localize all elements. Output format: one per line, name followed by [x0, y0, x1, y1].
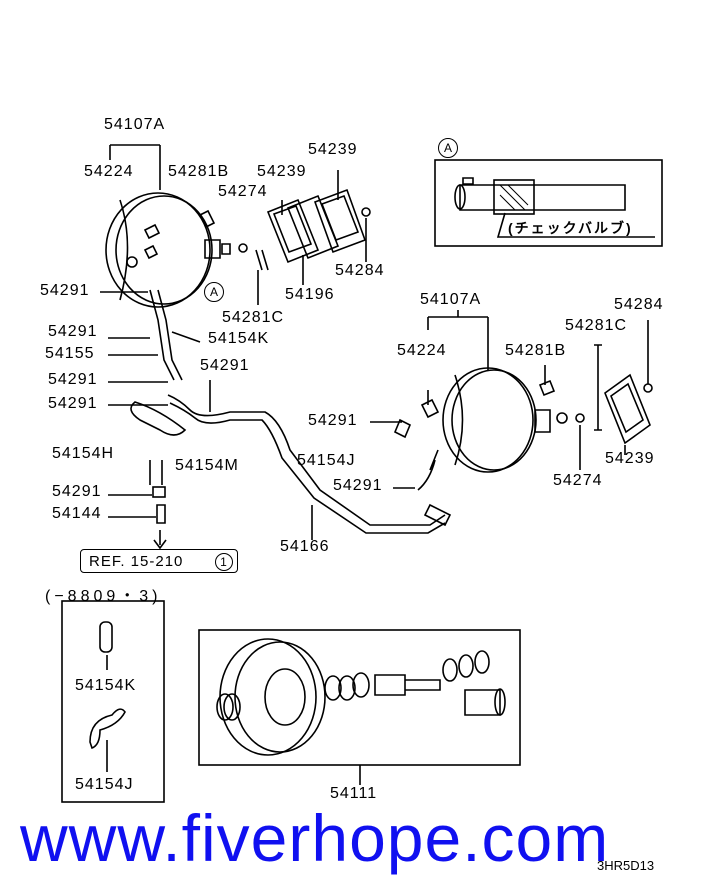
master-cylinder-box — [198, 629, 521, 785]
part-label-54154j: 54154J — [75, 776, 134, 793]
part-label-54224: 54224 — [397, 342, 447, 359]
brake-booster-right — [420, 310, 653, 473]
gaskets — [255, 170, 371, 305]
part-label-54281c: 54281C — [565, 317, 628, 334]
part-label-54291: 54291 — [200, 357, 250, 374]
part-label-54224: 54224 — [84, 163, 134, 180]
part-label-54111: 54111 — [330, 785, 378, 802]
part-label-54154k: 54154K — [75, 677, 137, 694]
part-label-54281c: 54281C — [222, 309, 285, 326]
part-label-54154h: 54154H — [52, 445, 115, 462]
part-label-54281b: 54281B — [505, 342, 567, 359]
part-label-54274: 54274 — [553, 472, 603, 489]
diagram-code: 3HR5D13 — [597, 858, 655, 873]
brake-booster-left — [105, 192, 248, 308]
part-label-54107a: 54107A — [420, 291, 482, 308]
part-label-54154j: 54154J — [297, 452, 356, 469]
part-label-54291: 54291 — [333, 477, 383, 494]
part-label-54284: 54284 — [614, 296, 664, 313]
hose-variant-box — [61, 600, 165, 803]
reference-circled-number: 1 — [215, 553, 233, 571]
detail-a-marker: A — [438, 138, 458, 158]
part-label-54274: 54274 — [218, 183, 268, 200]
vacuum-hoses-left — [100, 289, 452, 550]
watermark: www.fiverhope.com — [20, 801, 610, 875]
part-label-54239: 54239 — [605, 450, 655, 467]
detail-a-box — [434, 159, 663, 247]
part-label-54154m: 54154M — [175, 457, 239, 474]
part-label-54291: 54291 — [48, 371, 98, 388]
part-label-54291: 54291 — [40, 282, 90, 299]
range-note: (−8809・3) — [45, 588, 162, 605]
part-label-54196: 54196 — [285, 286, 335, 303]
part-label-54291: 54291 — [48, 323, 98, 340]
part-label-54284: 54284 — [335, 262, 385, 279]
part-label-54107a: 54107A — [104, 116, 166, 133]
part-label-54291: 54291 — [48, 395, 98, 412]
part-label-54239: 54239 — [308, 141, 358, 158]
part-label-54291: 54291 — [308, 412, 358, 429]
part-label-54239: 54239 — [257, 163, 307, 180]
part-label-54166: 54166 — [280, 538, 330, 555]
leader-lines — [109, 144, 161, 190]
detail-a-callout: A — [204, 282, 224, 302]
part-label-54155: 54155 — [45, 345, 95, 362]
reference-box[interactable]: REF. 15-210 1 — [80, 549, 238, 573]
part-label-54144: 54144 — [52, 505, 102, 522]
part-label-54281b: 54281B — [168, 163, 230, 180]
check-valve-caption: (チェックバルブ) — [508, 220, 633, 236]
part-label-54154k: 54154K — [208, 330, 270, 347]
reference-text: REF. 15-210 — [89, 553, 184, 570]
part-label-54291: 54291 — [52, 483, 102, 500]
